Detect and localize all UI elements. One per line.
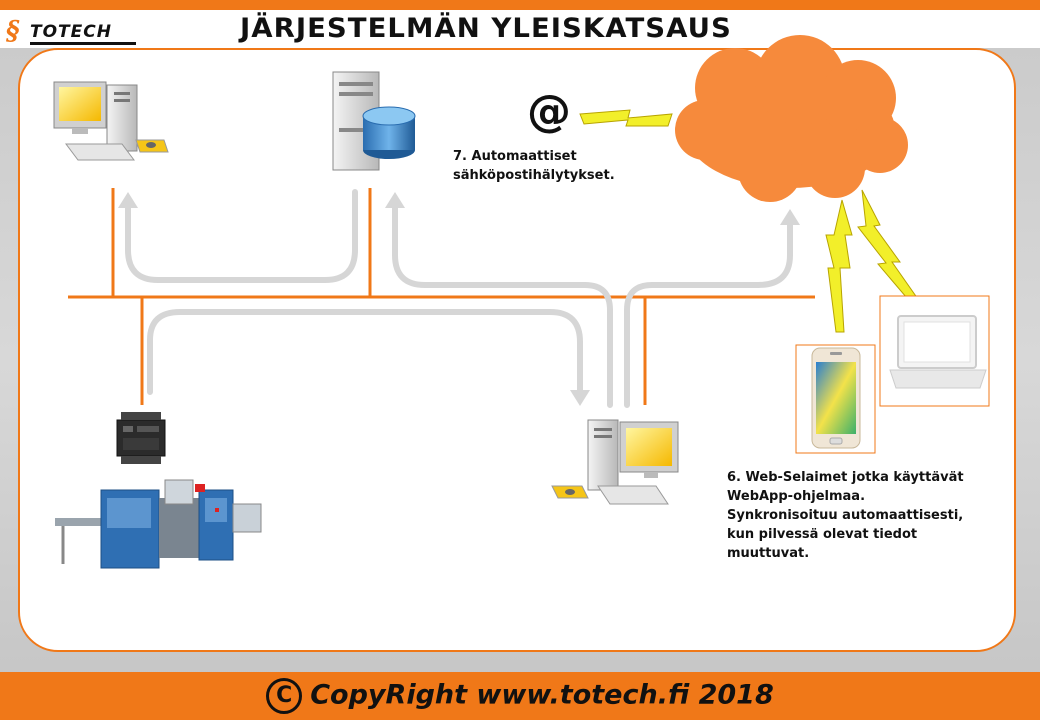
web-browsers-note: 6. Web-Selaimet jotka käyttävät WebApp-o… [727,470,964,561]
arrow-heads [118,192,800,406]
smartphone-icon [795,344,876,454]
network-lines [68,188,815,405]
laptop-icon [879,295,990,407]
page-title: JÄRJESTELMÄN YLEISKATSAUS [240,13,732,44]
footer-bar [0,672,1040,720]
database-server-icon [332,71,416,171]
lightning-icon [579,109,921,333]
plc-controller-icon [116,412,166,464]
logo: § TOTECH [6,16,136,46]
email-icon: @ [527,86,571,137]
title-bar [0,10,1040,48]
client-workstation-icon [551,419,679,505]
footer-copyright-text: CopyRight www.totech.fi 2018 [310,679,774,711]
logo-text: TOTECH [30,22,112,42]
email-alerts-note: 7. Automaattiset sähköpostihälytykset. [453,149,615,183]
top-accent-bar [0,0,1040,10]
workstation-icon [53,81,169,161]
production-machine-icon [55,479,262,569]
logo-underline [30,42,136,45]
copyright-icon: C [266,678,303,714]
cloud-icon [675,35,908,202]
logo-mark-icon: § [6,16,20,46]
data-flow-arrows [125,189,793,408]
